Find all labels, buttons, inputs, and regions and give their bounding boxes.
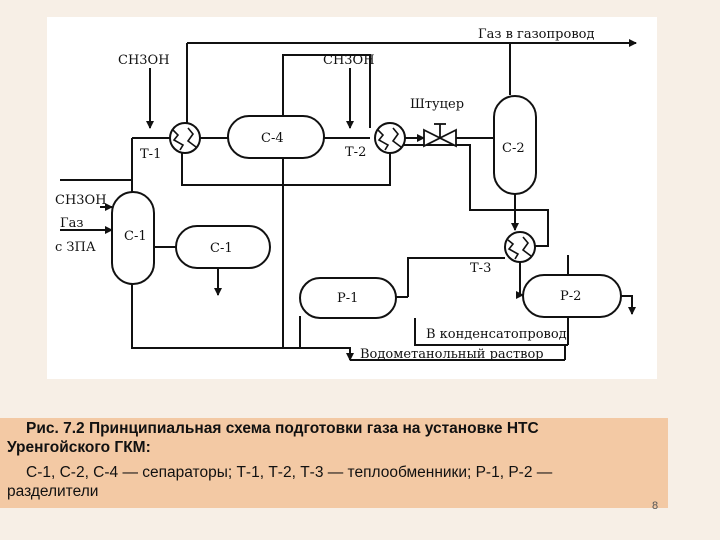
label-gas-from-zpa-1: Газ bbox=[60, 216, 83, 231]
label-gas-from-zpa-2: с ЗПА bbox=[55, 240, 96, 255]
separator-p1 bbox=[299, 277, 397, 319]
label-ch3oh-1: СН3ОН bbox=[118, 53, 170, 68]
figure-caption: Рис. 7.2 Принципиальная схема подготовки… bbox=[0, 418, 668, 508]
label-to-condensate-pipeline: В конденсатопровод bbox=[426, 327, 567, 342]
separator-c1-vertical bbox=[111, 191, 155, 285]
label-shtutser: Штуцер bbox=[410, 97, 464, 112]
heat-exchanger-t2 bbox=[374, 122, 406, 154]
separator-c2 bbox=[493, 95, 537, 195]
caption-line-4: разделители bbox=[7, 483, 99, 500]
label-t2: Т-2 bbox=[345, 145, 366, 160]
label-c1-horizontal: С-1 bbox=[210, 241, 233, 256]
separator-c4 bbox=[227, 115, 325, 159]
heat-exchanger-t1 bbox=[169, 122, 201, 154]
label-gas-to-pipeline: Газ в газопровод bbox=[478, 27, 594, 42]
process-flow-diagram: Газ в газопровод СН3ОН СН3ОН СН3ОН Штуце… bbox=[55, 27, 637, 362]
separator-p2 bbox=[522, 274, 622, 318]
caption-line-2: Уренгойского ГКМ: bbox=[7, 439, 151, 456]
diagram-panel: Газ в газопровод СН3ОН СН3ОН СН3ОН Штуце… bbox=[47, 17, 657, 379]
caption-line-1: Рис. 7.2 Принципиальная схема подготовки… bbox=[26, 420, 539, 437]
separator-c1-horizontal bbox=[175, 225, 271, 269]
label-c4: С-4 bbox=[261, 131, 284, 146]
label-p2: Р-2 bbox=[560, 289, 581, 304]
heat-exchanger-t3 bbox=[504, 231, 536, 263]
label-t1: Т-1 bbox=[140, 147, 161, 162]
label-p1: Р-1 bbox=[337, 291, 358, 306]
label-c2: С-2 bbox=[502, 141, 525, 156]
pipelines bbox=[60, 39, 637, 361]
water-methanol-pipe bbox=[282, 340, 354, 361]
caption-line-3: С-1, С-2, С-4 — сепараторы; Т-1, Т-2, Т-… bbox=[26, 464, 553, 481]
choke-valve bbox=[423, 123, 457, 148]
label-t3: Т-3 bbox=[470, 261, 491, 276]
label-ch3oh-2: СН3ОН bbox=[323, 53, 375, 68]
label-ch3oh-3: СН3ОН bbox=[55, 193, 107, 208]
page-number: 8 bbox=[652, 500, 659, 512]
label-c1-vertical: С-1 bbox=[124, 229, 147, 244]
label-water-methanol-solution: Водометанольный раствор bbox=[360, 347, 544, 362]
